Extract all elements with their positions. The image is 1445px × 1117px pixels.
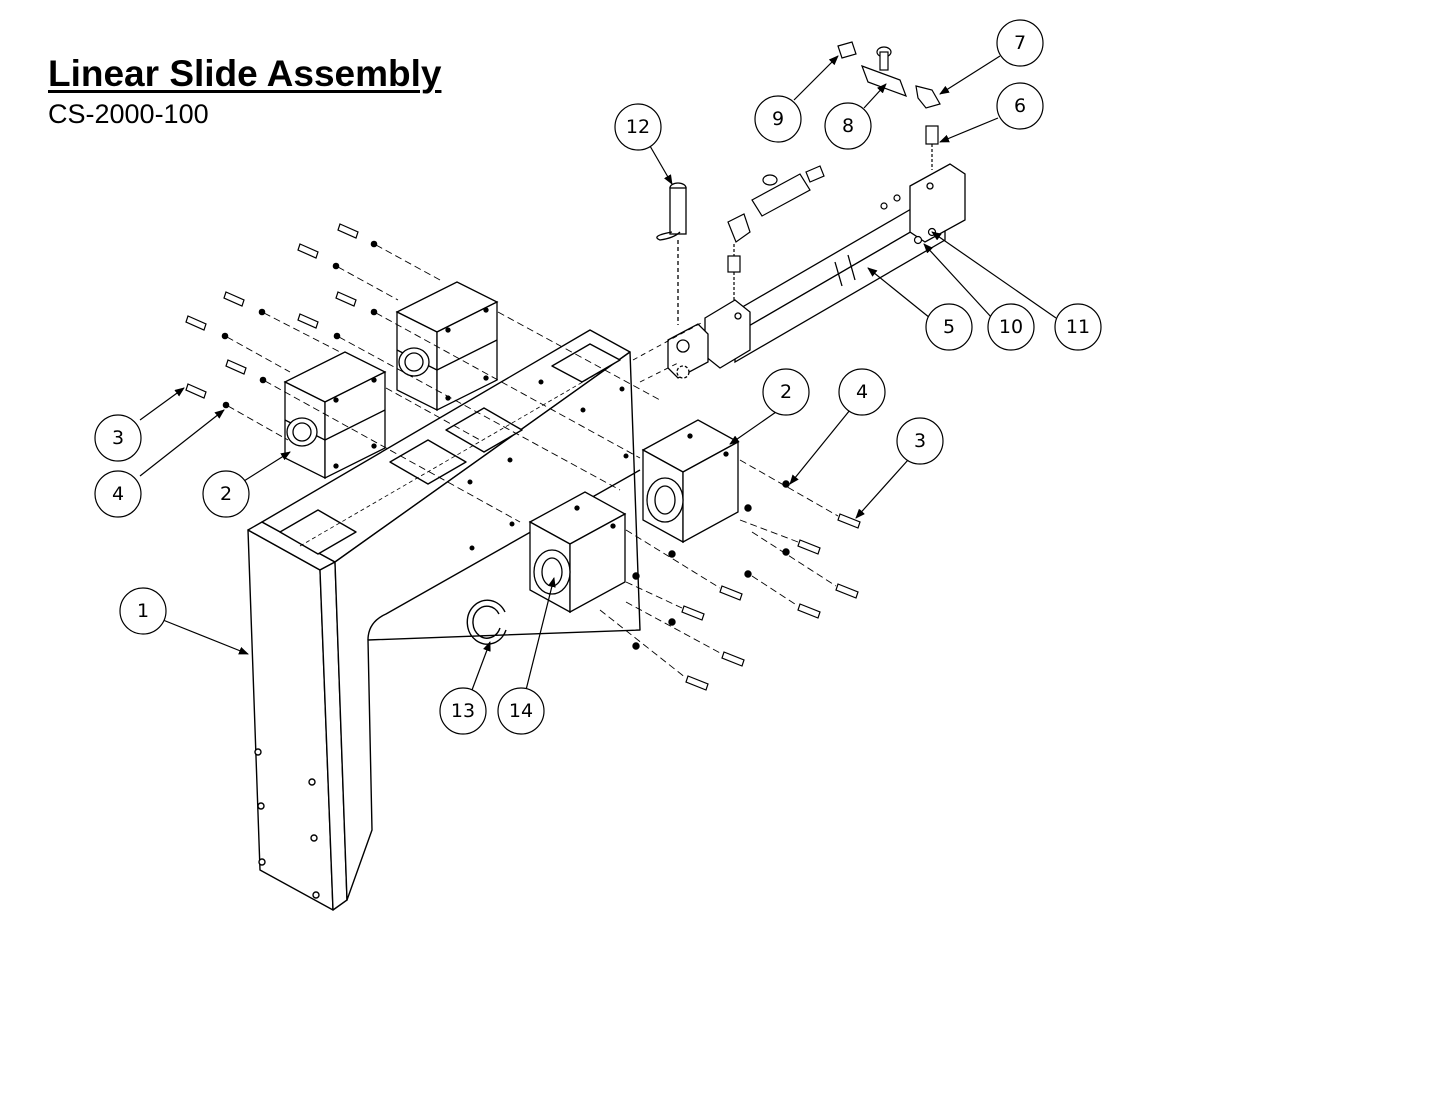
callout-1: 1 xyxy=(137,600,149,622)
retaining-ring xyxy=(466,599,507,645)
base-plate xyxy=(247,329,641,911)
pneumatic-cylinder xyxy=(667,163,966,379)
cap-screws-front xyxy=(681,513,861,691)
bearing-block-front-right xyxy=(641,419,740,544)
callout-7: 7 xyxy=(1014,32,1026,54)
callout-11: 11 xyxy=(1066,316,1090,338)
callout-6: 6 xyxy=(1014,95,1026,117)
callout-2-right: 2 xyxy=(780,381,792,403)
part-number: CS-2000-100 xyxy=(48,99,209,129)
callout-8: 8 xyxy=(842,115,854,137)
callout-4-right: 4 xyxy=(856,381,868,403)
callout-2-left: 2 xyxy=(220,483,232,505)
elbow-fitting-7 xyxy=(915,85,941,109)
callout-9: 9 xyxy=(772,108,784,130)
callout-3-left: 3 xyxy=(112,427,124,449)
callout-labels: 1 2 2 3 3 4 4 5 6 7 8 9 10 11 12 13 14 xyxy=(112,32,1090,722)
flow-control-valve-lower xyxy=(727,165,825,300)
callout-4-left: 4 xyxy=(112,483,124,505)
drawing-title: Linear Slide Assembly xyxy=(48,53,442,94)
fitting-9 xyxy=(837,41,857,59)
clevis-pin xyxy=(656,182,687,325)
callout-5: 5 xyxy=(943,316,955,338)
callout-14: 14 xyxy=(509,700,533,722)
bearing-block-top-right xyxy=(395,281,499,412)
callout-13: 13 xyxy=(451,700,475,722)
flow-control-valve-upper xyxy=(860,46,908,98)
callout-3-right: 3 xyxy=(914,430,926,452)
fitting-6 xyxy=(925,125,939,170)
assembly-lines-front xyxy=(599,459,839,679)
cap-screws-rear xyxy=(185,223,359,399)
callout-10: 10 xyxy=(999,316,1023,338)
bearing-block-top-left xyxy=(283,351,387,480)
bearing-block-front-left xyxy=(528,491,627,614)
washers-rear xyxy=(221,240,378,409)
callout-balloons xyxy=(94,19,1102,735)
leader-lines xyxy=(139,55,1057,691)
title-block: Linear Slide Assembly CS-2000-100 xyxy=(48,52,441,130)
callout-12: 12 xyxy=(626,116,650,138)
assembly-lines-rear xyxy=(226,244,704,523)
